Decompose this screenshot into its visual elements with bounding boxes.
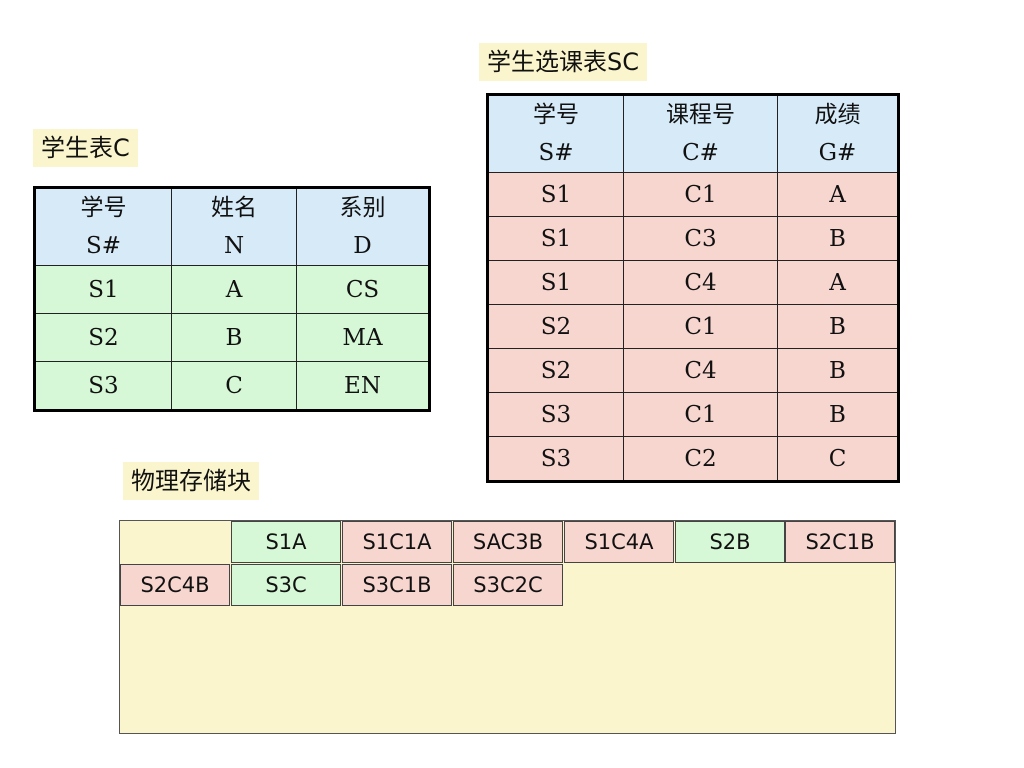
- table-row: S1 C1 A: [487, 172, 899, 217]
- table-cell: S3: [34, 361, 172, 411]
- storage-record: S2B: [675, 521, 785, 563]
- table-row: S1 A CS: [34, 265, 430, 314]
- table-row: S2 B MA: [34, 313, 430, 362]
- storage-record: S2C1B: [785, 521, 895, 563]
- table-cell: C4: [623, 348, 778, 393]
- table-cell: B: [777, 304, 899, 349]
- table-cell: EN: [296, 361, 430, 411]
- table-cell: A: [777, 260, 899, 305]
- table-cell: C: [171, 361, 297, 411]
- table-row: S3 C EN: [34, 361, 430, 411]
- table-row: S2 C4 B: [487, 348, 899, 393]
- table-cell: S1: [34, 265, 172, 314]
- storage-label: 物理存储块: [123, 462, 259, 500]
- storage-record: S2C4B: [120, 564, 230, 606]
- storage-record: SAC3B: [453, 521, 563, 563]
- student-table-label: 学生表C: [33, 129, 138, 167]
- table-row: S3 C1 B: [487, 392, 899, 437]
- storage-record: S3C1B: [342, 564, 452, 606]
- physical-storage-block: S1A S1C1A SAC3B S1C4A S2B S2C1B S2C4B S3…: [119, 520, 896, 734]
- table-cell: C1: [623, 304, 778, 349]
- table-cell: B: [171, 313, 297, 362]
- table-row: S1 C4 A: [487, 260, 899, 305]
- enrollment-table-label: 学生选课表SC: [479, 43, 647, 81]
- table-cell: C: [777, 436, 899, 482]
- storage-record: S3C2C: [453, 564, 563, 606]
- table-cell: B: [777, 216, 899, 261]
- table-cell: A: [171, 265, 297, 314]
- table-cell: B: [777, 348, 899, 393]
- table-cell: S2: [487, 348, 624, 393]
- table-cell: S3: [487, 436, 624, 482]
- table-cell: C3: [623, 216, 778, 261]
- table-cell: A: [777, 172, 899, 217]
- table-row: S2 C1 B: [487, 304, 899, 349]
- table-cell: C2: [623, 436, 778, 482]
- table-cell: C1: [623, 172, 778, 217]
- storage-record: S1C4A: [564, 521, 674, 563]
- storage-record: S1C1A: [342, 521, 452, 563]
- table-cell: S2: [34, 313, 172, 362]
- storage-record: S1A: [231, 521, 341, 563]
- table-cell: S1: [487, 260, 624, 305]
- table-cell: S1: [487, 172, 624, 217]
- table-cell: C1: [623, 392, 778, 437]
- table-cell: B: [777, 392, 899, 437]
- table-cell: S2: [487, 304, 624, 349]
- table-cell: C4: [623, 260, 778, 305]
- table-cell: S3: [487, 392, 624, 437]
- table-cell: CS: [296, 265, 430, 314]
- table-cell: S1: [487, 216, 624, 261]
- table-cell: MA: [296, 313, 430, 362]
- table-row: S3 C2 C: [487, 436, 899, 482]
- table-row: S1 C3 B: [487, 216, 899, 261]
- storage-record: S3C: [231, 564, 341, 606]
